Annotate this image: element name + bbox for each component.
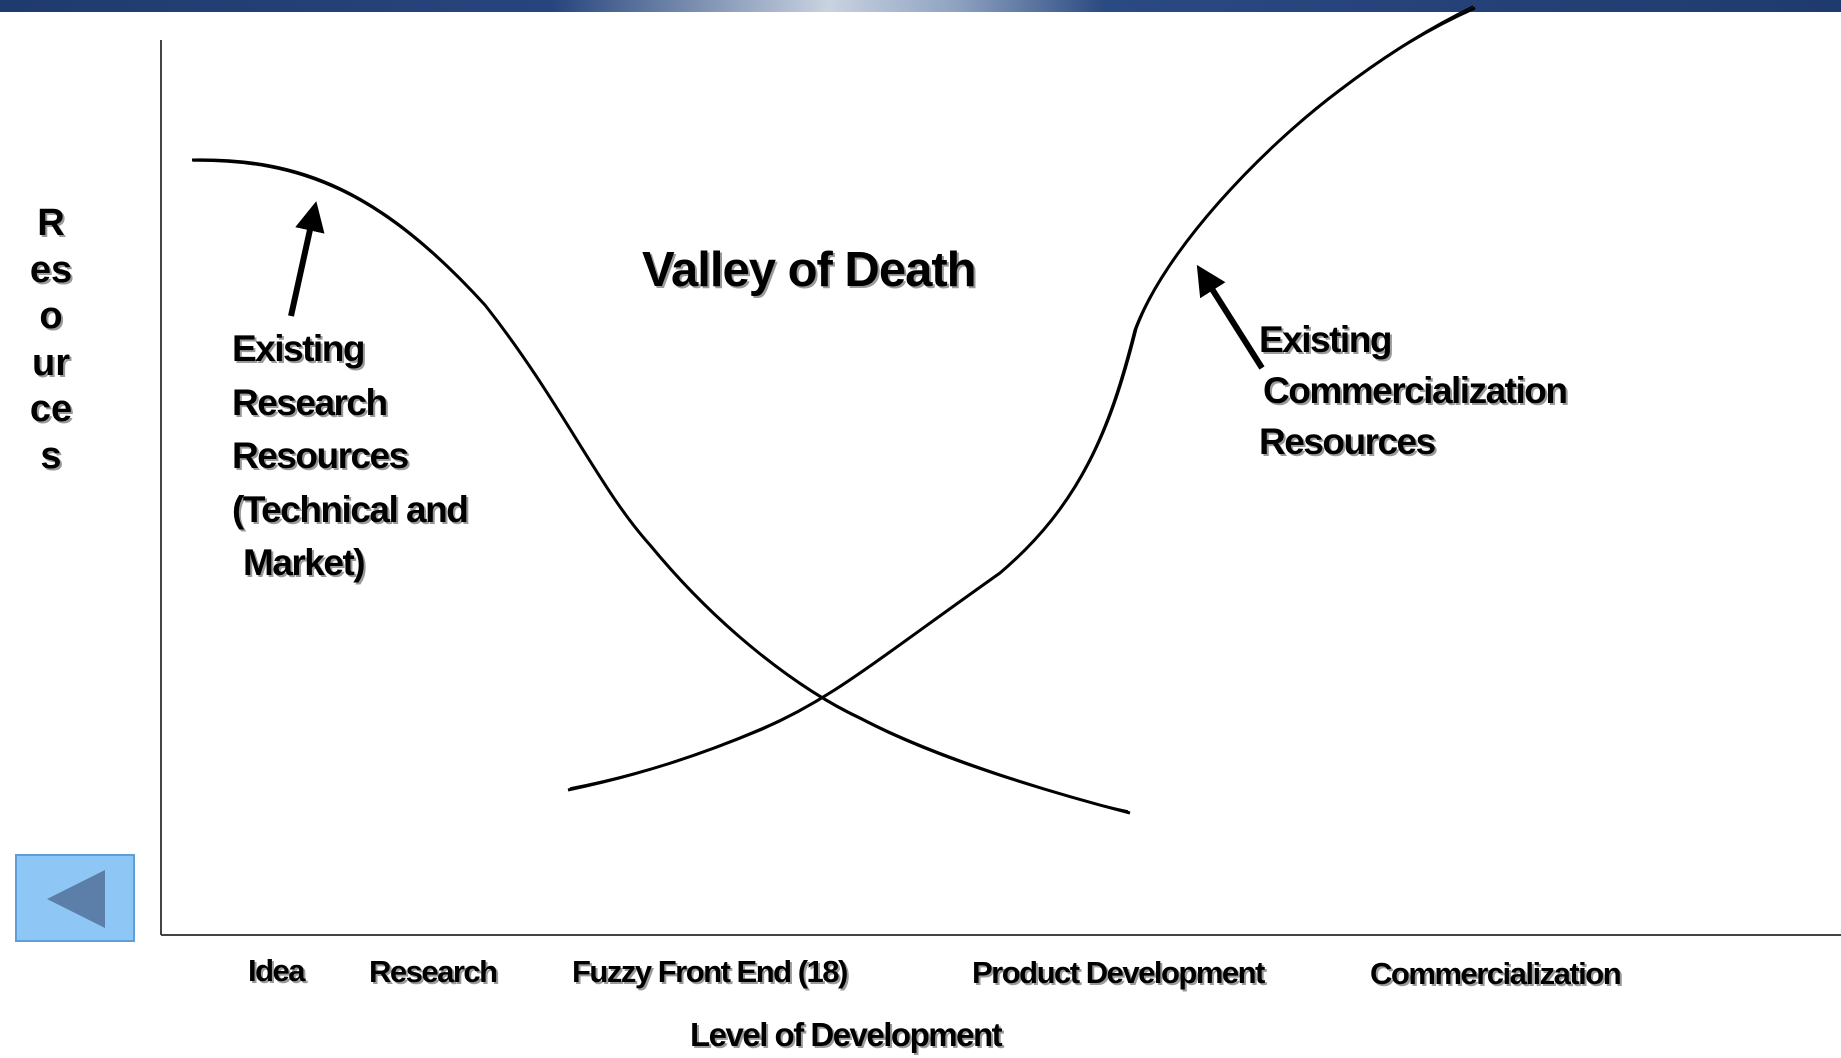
x-axis-label: Level of Development [690,1016,1003,1053]
stage-label-product-development: Product Development [972,955,1265,990]
stage-label-commercialization: Commercialization [1370,956,1622,991]
triangle-left-icon [47,870,105,928]
annotation-line: Market) [243,542,366,583]
annotation-line: Commercialization [1263,370,1568,411]
research-resources-annotation: Existing Research Resources (Technical a… [232,322,552,590]
annotation-line: Resources [232,435,409,476]
commercialization-resources-annotation: Existing Commercialization Resources [1259,314,1639,467]
annotation-line: Research [232,381,388,423]
annotation-line: Existing [232,328,365,369]
annotation-line: Resources [1259,421,1436,462]
stage-label-research: Research [369,954,498,989]
annotation-line: Existing [1259,319,1392,360]
stage-label-idea: Idea [248,953,306,988]
commercialization-resources-curve-trace [569,5,1474,789]
stage-label-fuzzy-front-end: Fuzzy Front End (18) [572,954,848,989]
diagram-title: Valley of Death [642,243,977,297]
research-resources-curve-trace [192,160,1129,812]
header-band [0,0,1841,12]
research-arrow [288,201,325,317]
annotation-line: (Technical and [232,488,469,530]
y-axis-label: Resources [29,202,73,477]
back-button[interactable] [15,854,135,942]
commercialization-arrow [1196,264,1265,370]
